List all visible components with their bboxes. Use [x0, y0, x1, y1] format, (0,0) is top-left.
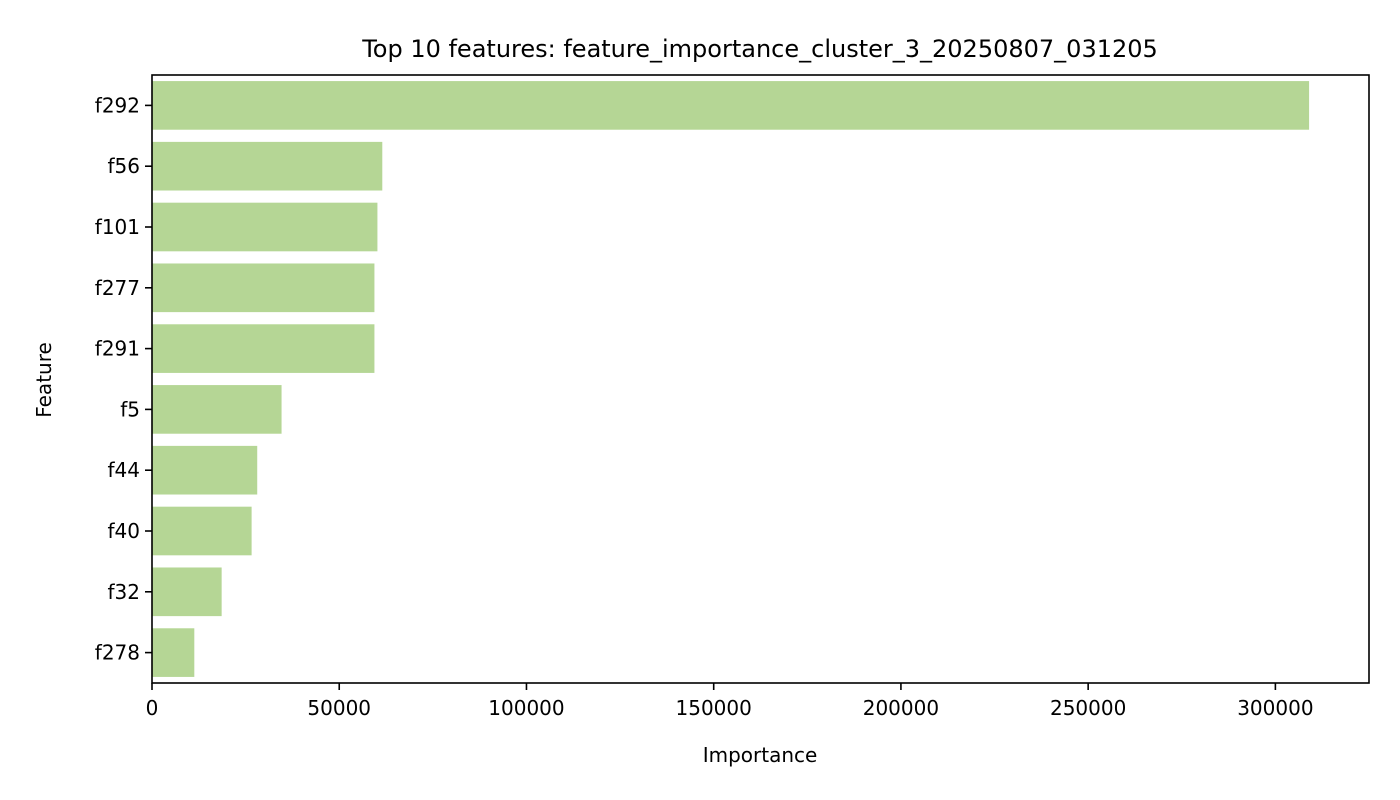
x-tick-label: 150000 — [676, 696, 752, 720]
bar-f292 — [152, 81, 1310, 130]
x-tick-label: 0 — [146, 696, 159, 720]
x-tick-label: 250000 — [1050, 696, 1126, 720]
y-tick-label: f40 — [108, 519, 141, 543]
y-tick-label: f291 — [95, 337, 140, 361]
bar-f278 — [152, 628, 195, 677]
x-tick-label: 100000 — [488, 696, 564, 720]
plot-frame — [151, 74, 1370, 684]
bar-f56 — [152, 141, 383, 191]
bar-f5 — [152, 385, 282, 434]
y-axis-ticks: f292 f56 f101 f277 f291 f5 f44 f40 f32 f278 — [95, 93, 152, 665]
bar-group — [152, 81, 1310, 677]
bar-f291 — [152, 324, 375, 373]
y-tick-label: f56 — [108, 154, 141, 178]
x-axis-label: Importance — [703, 743, 818, 767]
y-axis-label: Feature — [32, 342, 56, 418]
y-tick-label: f278 — [95, 641, 140, 665]
y-tick-label: f5 — [120, 397, 140, 421]
y-tick-label: f32 — [108, 580, 141, 604]
bar-f277 — [152, 263, 375, 313]
y-tick-label: f292 — [95, 93, 140, 117]
y-tick-label: f44 — [108, 458, 141, 482]
x-tick-label: 50000 — [307, 696, 371, 720]
bar-f32 — [152, 567, 222, 617]
x-axis-ticks: 0 50000 100000 150000 200000 250000 300000 — [146, 683, 1314, 720]
bar-f40 — [152, 506, 252, 556]
bar-f101 — [152, 202, 378, 252]
x-tick-label: 200000 — [863, 696, 939, 720]
x-tick-label: 300000 — [1237, 696, 1313, 720]
y-tick-label: f101 — [95, 215, 140, 239]
y-tick-label: f277 — [95, 276, 140, 300]
bar-f44 — [152, 445, 258, 495]
chart-title: Top 10 features: feature_importance_clus… — [361, 35, 1158, 63]
